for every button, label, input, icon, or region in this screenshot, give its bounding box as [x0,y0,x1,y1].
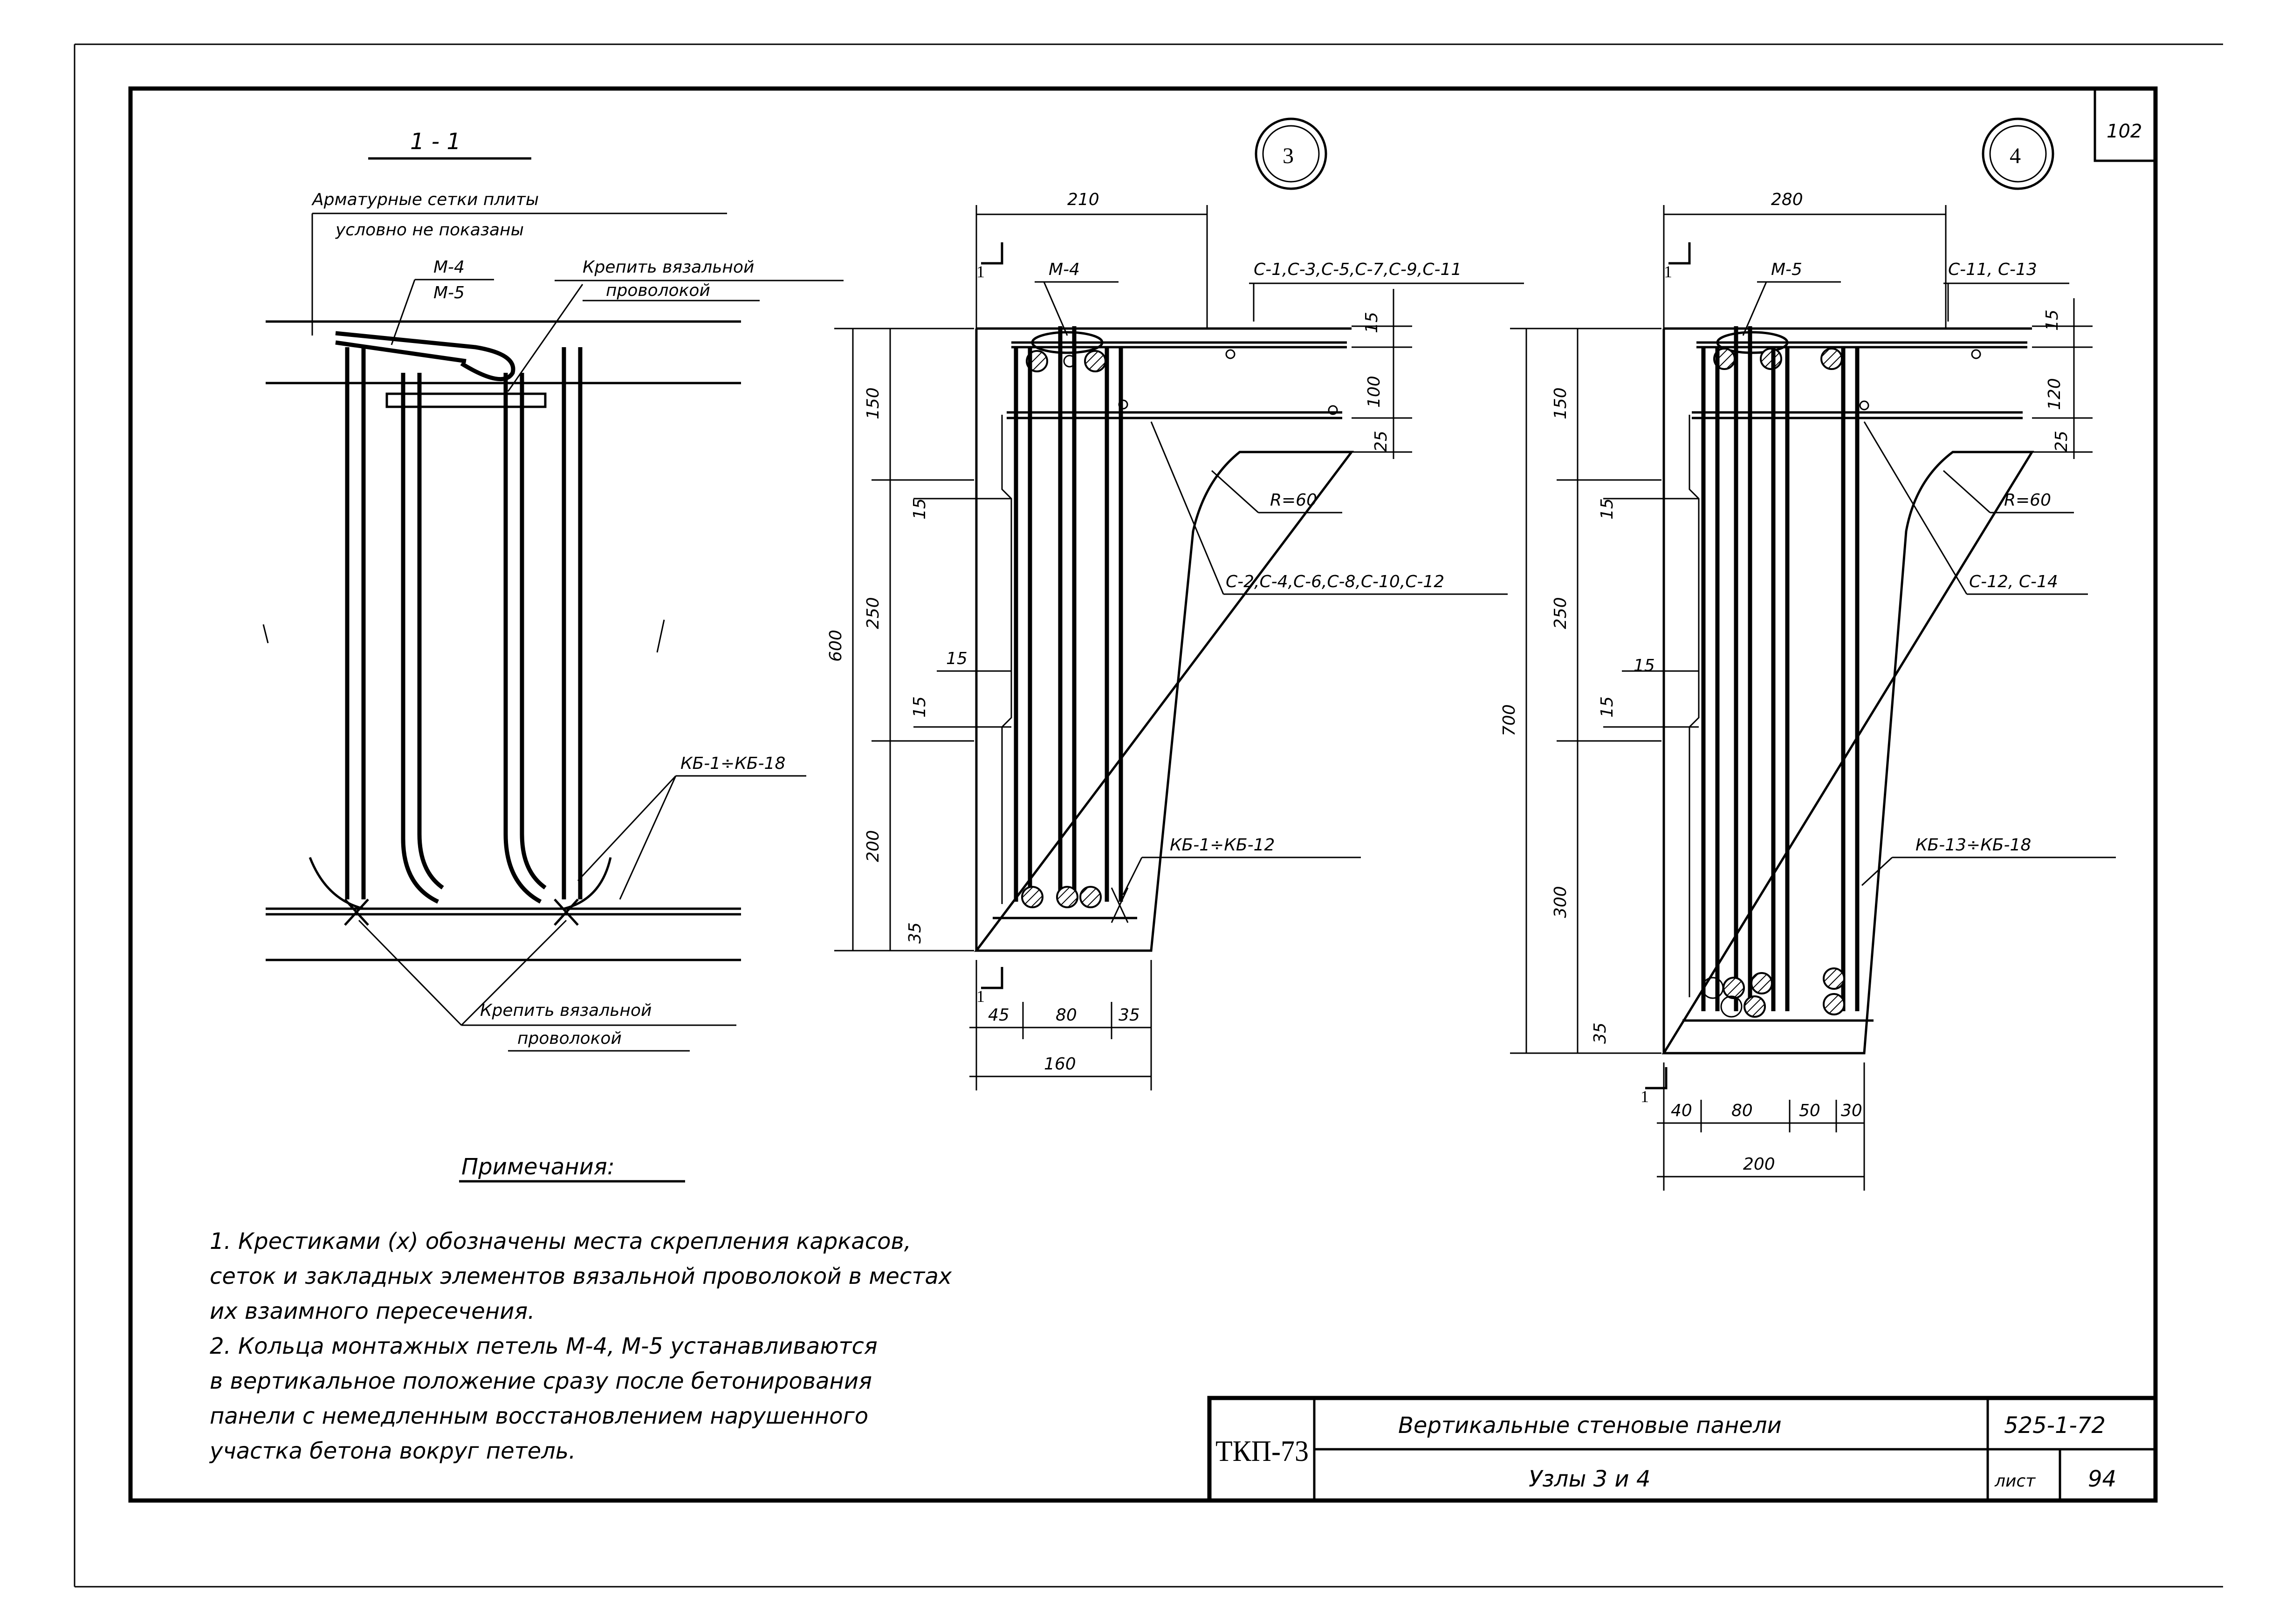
node-4-dim-15a: 15 [2043,309,2062,331]
node-3-dim-b160: 160 [1044,1055,1076,1074]
node-4-number: 4 [2010,144,2021,168]
notes-heading: Примечания: [461,1154,615,1180]
title-list-label: лист [1994,1472,2036,1491]
node-4-dim-120: 120 [2045,378,2064,410]
title-sub: Узлы 3 и 4 [1529,1466,1650,1492]
node-3-dim-15b: 15 [910,498,929,520]
node-3-dim-15d: 15 [910,696,929,718]
node-3: 3 210 1 М-4 С-1,С-3,С-5,С-7,С-9,С-11 [826,117,1524,1090]
section-tie-bot-2: проволокой [517,1029,622,1048]
node-4: 4 280 1 М-5 С-11, С-13 [1500,117,2116,1191]
note-line: 2. Кольца монтажных петель М-4, М-5 уста… [210,1333,878,1359]
node-3-dim-35: 35 [906,922,925,944]
node-3-dim-15a: 15 [1362,312,1381,333]
section-label-m4: М-4 [433,258,465,277]
node-4-dim-b80: 80 [1731,1101,1753,1120]
node-4-dim-b30: 30 [1841,1101,1862,1120]
node-4-dim-b50: 50 [1799,1101,1820,1120]
node-4-dim-25: 25 [2052,431,2071,452]
node-3-radius: R=60 [1270,491,1317,510]
title-series: 525-1-72 [2004,1412,2106,1439]
node-4-dim-35: 35 [1591,1022,1610,1044]
node-4-dim-b40: 40 [1671,1101,1692,1120]
node-3-dim-600: 600 [826,630,845,662]
note-line: их взаимного пересечения. [210,1298,535,1324]
node-4-dim-150: 150 [1551,387,1570,419]
node-4-section-mark-top: 1 [1664,262,1672,281]
node-4-kb: КБ-13÷КБ-18 [1915,836,2031,855]
note-line: панели с немедленным восстановлением нар… [210,1403,868,1429]
node-3-dim-b80: 80 [1056,1006,1077,1025]
node-4-mesh-top: С-11, С-13 [1948,260,2037,279]
section-note-line2: условно не показаны [335,220,524,240]
node-4-radius: R=60 [2004,491,2051,510]
node-3-mesh-bottom: С-2,С-4,С-6,С-8,С-10,С-12 [1226,572,1444,591]
section-1-1: 1 - 1 Арматурные сетки плиты условно не … [262,129,844,1052]
section-label-m5: М-5 [433,283,465,302]
node-3-dim-250: 250 [864,597,883,629]
node-3-dim-b45: 45 [988,1006,1009,1025]
node-4-section-mark-bottom: 1 [1641,1087,1649,1106]
node-3-kb: КБ-1÷КБ-12 [1170,836,1275,855]
node-3-dim-b35: 35 [1119,1006,1140,1025]
notes-block: Примечания: 1. Крестиками (х) обозначены… [209,1154,952,1464]
node-4-dim-b200: 200 [1743,1155,1775,1174]
node-3-dim-100: 100 [1365,376,1384,408]
section-kb-label: КБ-1÷КБ-18 [680,754,785,773]
node-3-m-label: М-4 [1049,260,1080,279]
section-title: 1 - 1 [410,129,461,155]
section-note-line1: Арматурные сетки плиты [311,190,539,209]
node-3-mesh-top: С-1,С-3,С-5,С-7,С-9,С-11 [1254,260,1462,279]
node-4-dim-700: 700 [1500,704,1519,736]
node-3-dim-150: 150 [864,387,883,419]
section-tie-top-2: проволокой [606,281,710,300]
node-4-dim-top: 280 [1771,190,1803,209]
node-4-dim-300: 300 [1551,886,1570,918]
note-line: в вертикальное положение сразу после бет… [210,1368,872,1394]
title-org: ТКП-73 [1215,1434,1309,1467]
node-3-dim-200: 200 [864,830,883,862]
node-3-section-mark-bottom: 1 [976,987,985,1006]
node-3-dim-top: 210 [1067,190,1099,209]
note-line: участка бетона вокруг петель. [209,1438,576,1464]
node-4-mesh-bottom: С-12, С-14 [1969,572,2058,591]
section-tie-top-1: Крепить вязальной [583,258,754,277]
title-block: ТКП-73 Вертикальные стеновые панели Узлы… [1207,1396,2158,1503]
node-4-m-label: М-5 [1771,260,1802,279]
node-3-number: 3 [1283,144,1294,168]
title-list-no: 94 [2088,1466,2116,1492]
sheet-frame [74,43,2223,1588]
node-3-dim-15c: 15 [946,649,968,668]
sheet-number: 102 [2107,121,2142,142]
sheet-number-box: 102 [2094,89,2155,162]
node-4-dim-15b: 15 [1598,498,1617,520]
node-3-dim-25: 25 [1372,431,1391,452]
node-4-dim-15d: 15 [1598,696,1617,718]
title-main: Вертикальные стеновые панели [1398,1412,1782,1439]
node-3-section-mark-top: 1 [976,262,985,281]
node-4-dim-250: 250 [1551,597,1570,629]
note-line: 1. Крестиками (х) обозначены места скреп… [210,1228,911,1254]
note-line: сеток и закладных элементов вязальной пр… [210,1263,952,1289]
section-tie-bot-1: Крепить вязальной [480,1001,652,1020]
node-4-dim-15c: 15 [1634,656,1655,675]
